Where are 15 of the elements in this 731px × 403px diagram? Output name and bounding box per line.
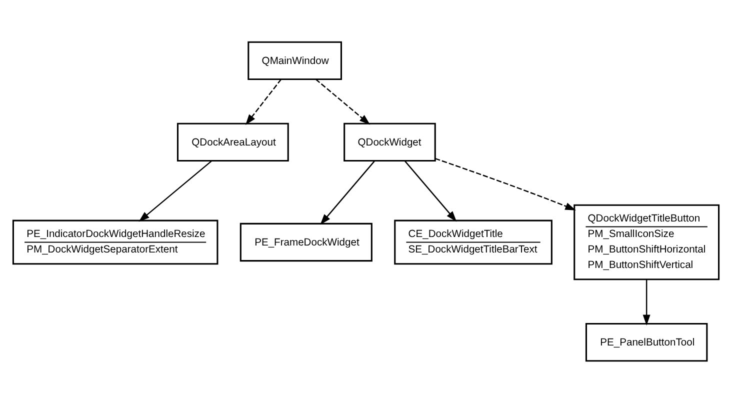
arrow <box>642 279 650 326</box>
arrow <box>315 78 370 125</box>
node-box: PE_PanelButtonTool <box>584 322 708 362</box>
arrow <box>404 160 456 222</box>
node-box: CE_DockWidgetTitle SE_DockWidgetTitleBarText <box>394 220 552 265</box>
node-box: PE_FrameDockWidget <box>239 222 372 262</box>
arrow <box>138 160 212 222</box>
node-box: QDockWidgetTitleButton PM_SmallIconSize PM_ButtonShiftHorizontal PM_ButtonShiftVertical <box>573 204 720 280</box>
node-box: QMainWindow <box>247 41 342 80</box>
node-box: PE_IndicatorDockWidgetHandleResize PM_DockWidgetSeparatorExtent <box>12 220 218 265</box>
arrow <box>244 78 282 126</box>
node-box: QDockAreaLayout <box>176 122 288 162</box>
arrow <box>434 158 576 210</box>
arrow <box>320 160 374 225</box>
node-box: QDockWidget <box>343 122 436 162</box>
